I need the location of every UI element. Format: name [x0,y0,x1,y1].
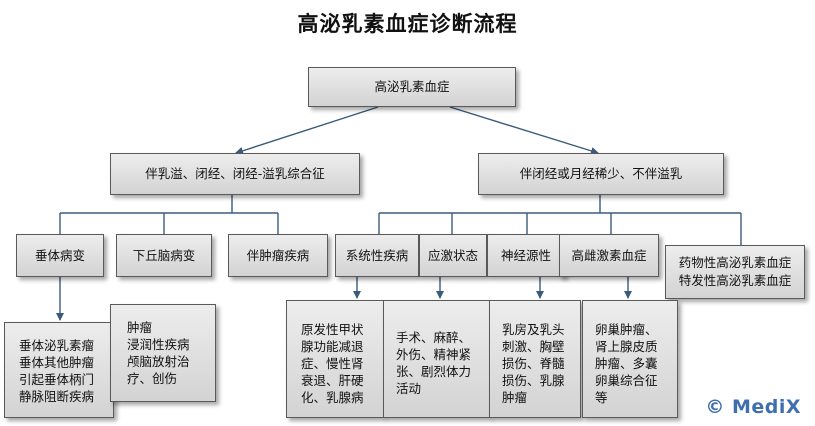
node-pituitary-disease-label: 垂体病变 [34,247,85,263]
node-drug-idiopathic: 药物性高泌乳素血症 特发性高泌乳素血症 [665,245,805,299]
node-amenorrhea-no-galactorrhea-label: 伴闭经或月经稀少、不伴溢乳 [519,166,683,181]
leaf-systemic-causes-text: 原发性甲状 腺功能减退 症、慢性肾 衰退、肝硬 化、乳腺病 [301,322,364,405]
node-pituitary-disease: 垂体病变 [16,234,104,277]
node-hyperestrogenemia-label: 高雌激素血症 [571,247,647,263]
node-amenorrhea-no-galactorrhea: 伴闭经或月经稀少、不伴溢乳 [478,153,724,195]
node-neurogenic-label: 神经源性 [500,247,551,263]
leaf-systemic-causes: 原发性甲状 腺功能减退 症、慢性肾 衰退、肝硬 化、乳腺病 [286,300,384,418]
leaf-stress-causes-text: 手术、麻醉、 外伤、精神紧 张、剧烈体力 活动 [396,330,472,396]
node-tumor-disease-label: 伴肿瘤疾病 [246,247,310,263]
node-stress-state-label: 应激状态 [427,247,478,263]
node-neurogenic: 神经源性 [487,234,565,277]
leaf-estrogen-causes-text: 卵巢肿瘤、 肾上腺皮质 肿瘤、多囊 卵巢综合征 等 [595,322,658,405]
node-systemic-disease-label: 系统性疾病 [345,247,409,263]
root-node-label: 高泌乳素血症 [374,79,450,94]
leaf-estrogen-causes: 卵巢肿瘤、 肾上腺皮质 肿瘤、多囊 卵巢综合征 等 [582,300,678,418]
diagram-title: 高泌乳素血症诊断流程 [297,11,518,36]
leaf-hypothalamic-causes: 肿瘤 浸润性疾病 颅脑放射治 疗、创伤 [110,304,216,402]
root-node: 高泌乳素血症 [308,67,516,107]
node-hypothalamic-disease: 下丘脑病变 [116,234,212,277]
leaf-neurogenic-causes-text: 乳房及乳头 刺激、胸壁 损伤、脊髓 损伤、乳腺 肿瘤 [502,322,565,405]
leaf-hypothalamic-causes-text: 肿瘤 浸润性疾病 颅脑放射治 疗、创伤 [127,320,190,386]
leaf-pituitary-causes: 垂体泌乳素瘤 垂体其他肿瘤 引起垂体柄门 静脉阻断疾病 [4,322,114,418]
node-galactorrhea-amenorrhea-label: 伴乳溢、闭经、闭经-溢乳综合征 [145,166,325,181]
leaf-stress-causes: 手术、麻醉、 外伤、精神紧 张、剧烈体力 活动 [383,300,490,418]
node-tumor-disease: 伴肿瘤疾病 [228,234,328,277]
node-galactorrhea-amenorrhea: 伴乳溢、闭经、闭经-溢乳综合征 [110,153,360,195]
medix-watermark: © MediX [705,396,801,418]
node-stress-state: 应激状态 [419,234,487,277]
leaf-pituitary-causes-text: 垂体泌乳素瘤 垂体其他肿瘤 引起垂体柄门 静脉阻断疾病 [19,338,95,404]
node-hypothalamic-disease-label: 下丘脑病变 [132,247,196,263]
node-hyperestrogenemia: 高雌激素血症 [559,234,659,277]
node-drug-idiopathic-label: 药物性高泌乳素血症 特发性高泌乳素血症 [678,255,792,288]
leaf-neurogenic-causes: 乳房及乳头 刺激、胸壁 损伤、脊髓 损伤、乳腺 肿瘤 [489,300,581,418]
node-systemic-disease: 系统性疾病 [335,234,419,277]
